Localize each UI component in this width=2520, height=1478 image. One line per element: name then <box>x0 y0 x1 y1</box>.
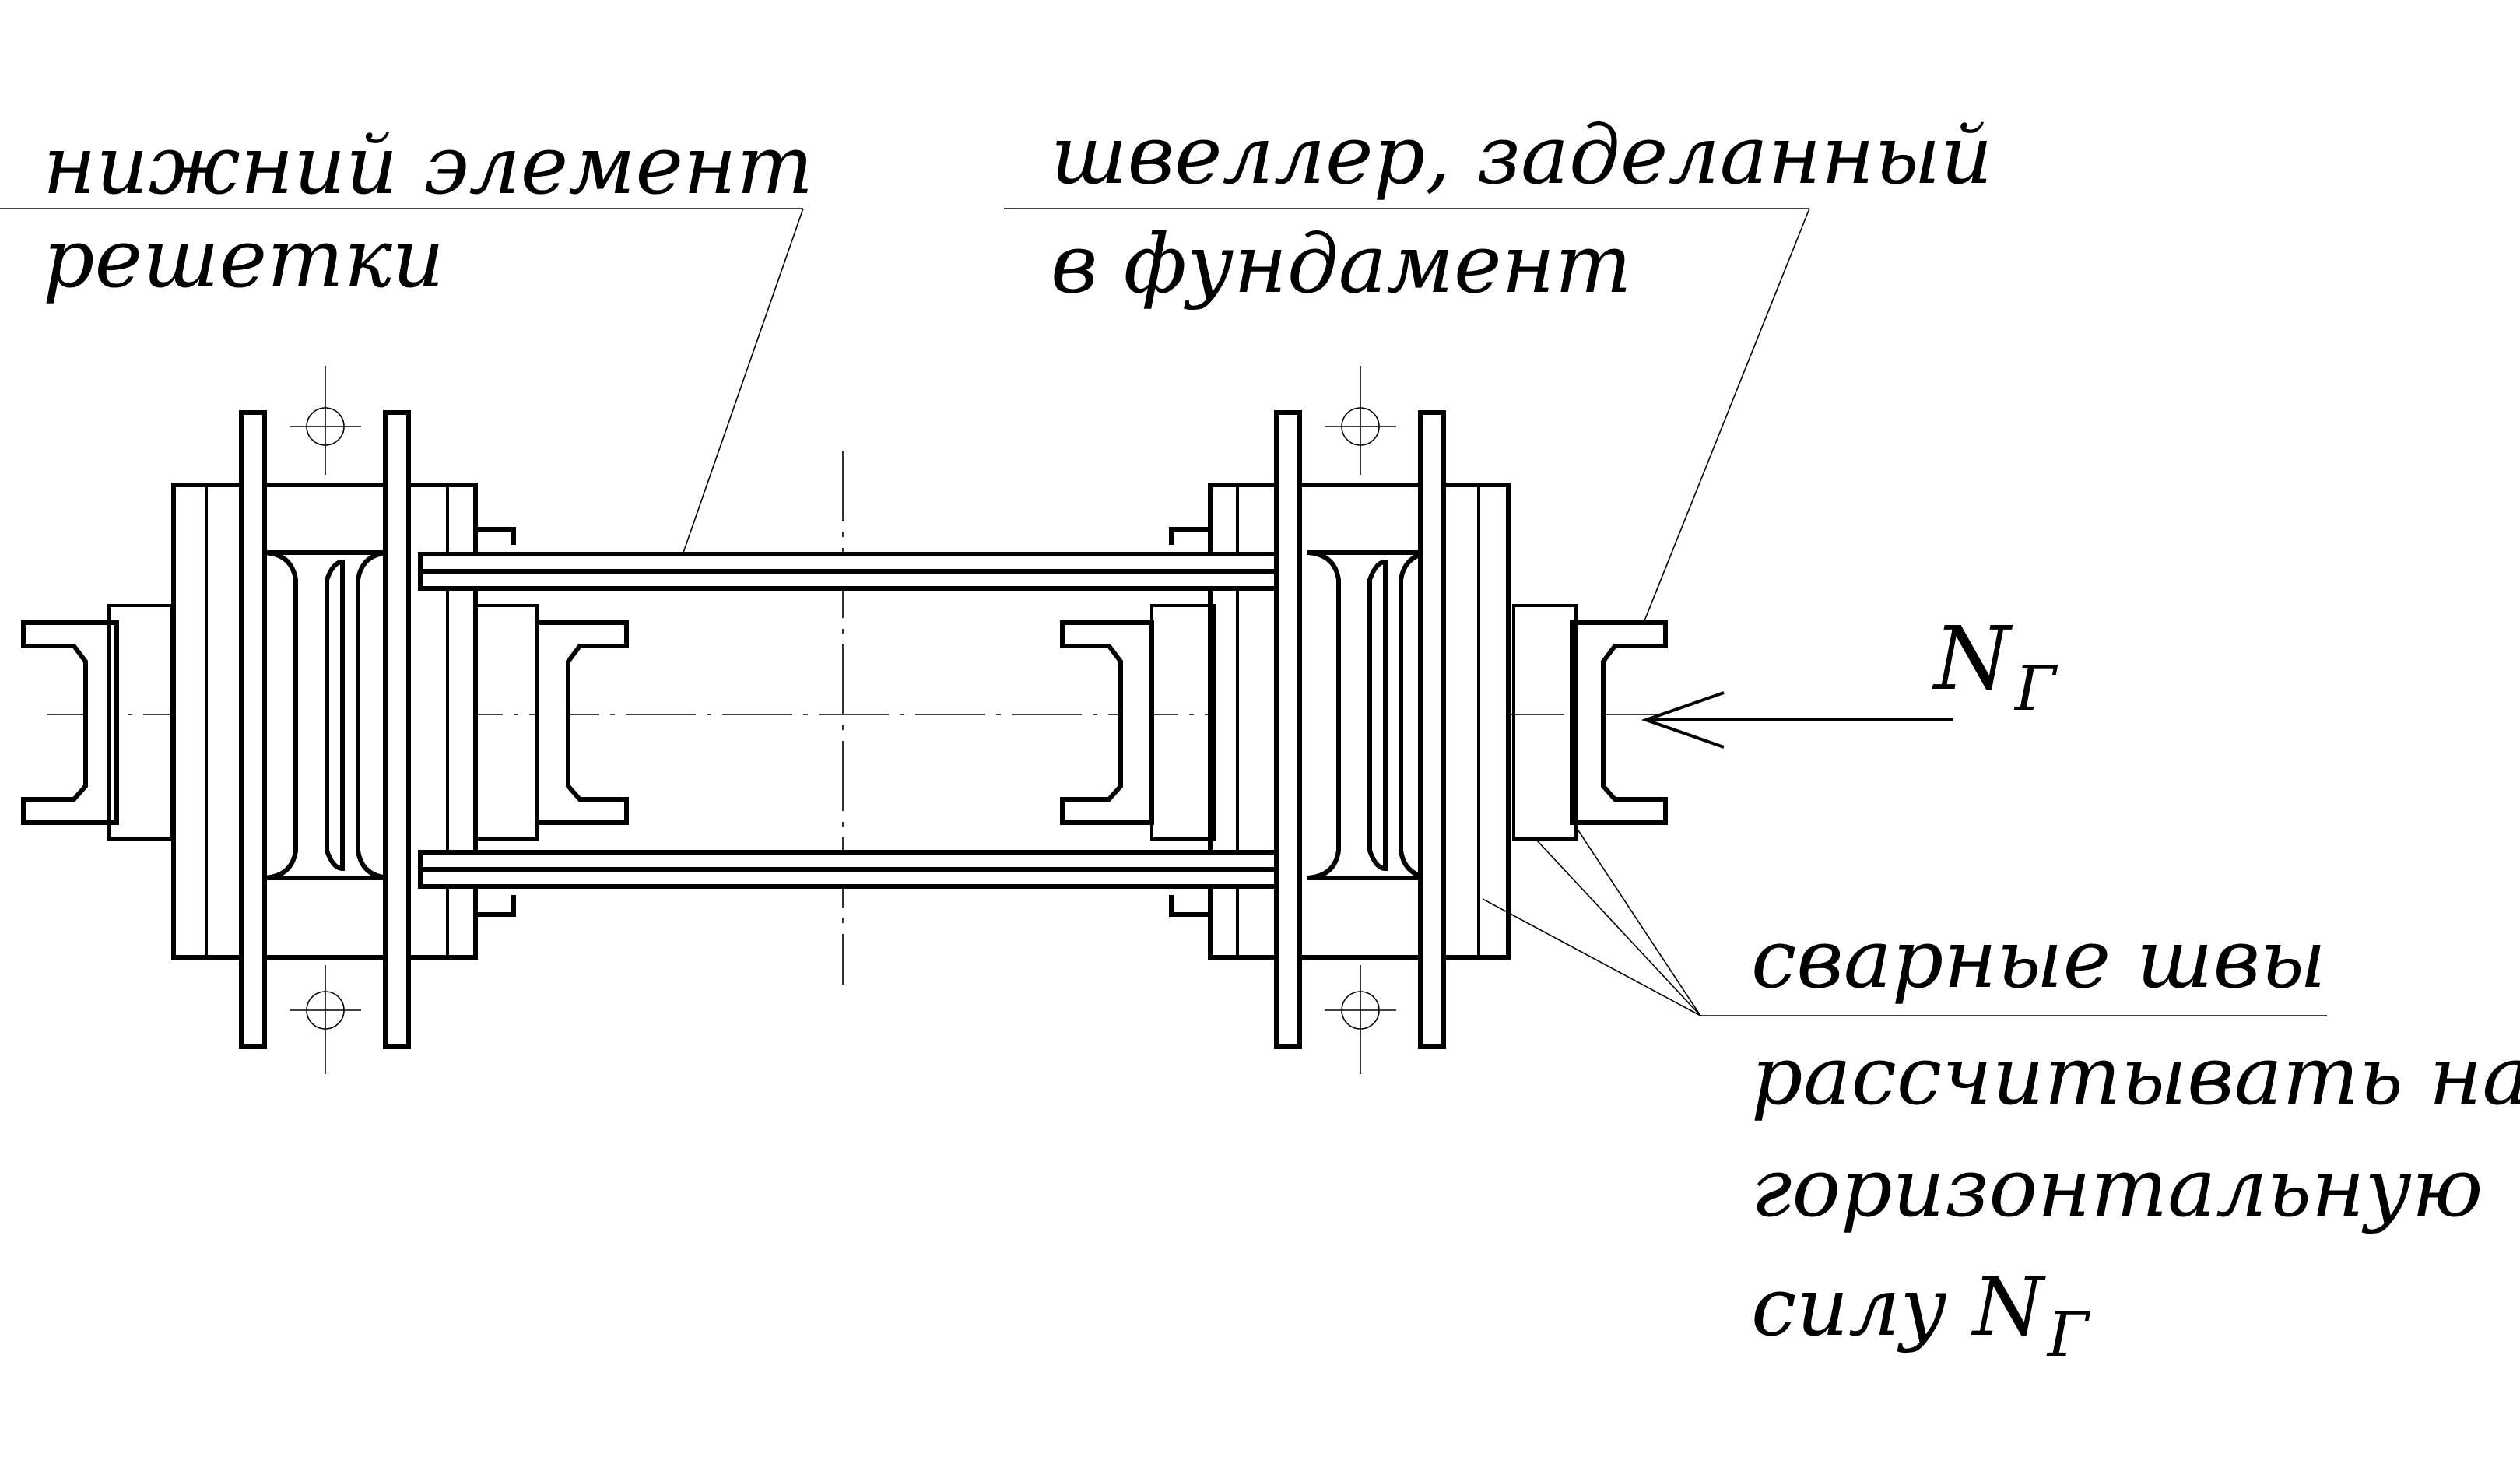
label-welds-line-1: сварные швы <box>1751 911 2326 1006</box>
right-bolt-bottom <box>1325 965 1396 1074</box>
leader-welds <box>1482 820 2327 1016</box>
label-welds-line-3: горизонтальную <box>1751 1140 2483 1235</box>
force-arrow <box>1641 691 1953 749</box>
lattice-element-bars <box>418 552 1279 889</box>
left-joint-assembly <box>21 366 629 1074</box>
left-bolt-bottom <box>290 965 361 1074</box>
label-welds-line-4: силу N <box>1751 1259 2046 1354</box>
label-embedded-channel-line-1: швеллер, заделанный <box>1051 107 1992 202</box>
right-vertical-plate-1 <box>1274 410 1302 1049</box>
left-weld-outer <box>107 604 173 841</box>
left-vertical-plate-2 <box>383 410 411 1049</box>
left-outer-channel <box>21 620 119 825</box>
right-i-beam <box>1307 550 1433 880</box>
label-welds-subscript: Г <box>2046 1298 2091 1371</box>
right-weld-outer <box>1512 604 1578 841</box>
right-inner-channel <box>1060 620 1154 825</box>
label-embedded-channel-line-2: в фундамент <box>1051 216 1632 311</box>
left-i-beam <box>264 550 390 880</box>
label-welds-line-2: рассчитывать на <box>1751 1028 2520 1123</box>
force-label-subscript: Г <box>2013 652 2058 725</box>
right-joint-assembly <box>1060 366 1668 1074</box>
left-vertical-plate-1 <box>239 410 267 1049</box>
right-vertical-plate-2 <box>1418 410 1446 1049</box>
left-weld-inner <box>473 604 539 841</box>
force-label: N <box>1932 609 2013 710</box>
label-lattice-element-line-1: нижний элемент <box>43 118 813 212</box>
left-bolt-top <box>290 366 361 475</box>
right-weld-inner <box>1150 604 1216 841</box>
left-inner-channel <box>535 620 629 825</box>
leader-embedded-channel <box>1004 208 1810 623</box>
right-outer-channel <box>1570 620 1668 825</box>
right-bolt-top <box>1325 366 1396 475</box>
leader-lattice-element <box>0 208 804 553</box>
label-lattice-element-line-2: решетки <box>43 211 444 306</box>
